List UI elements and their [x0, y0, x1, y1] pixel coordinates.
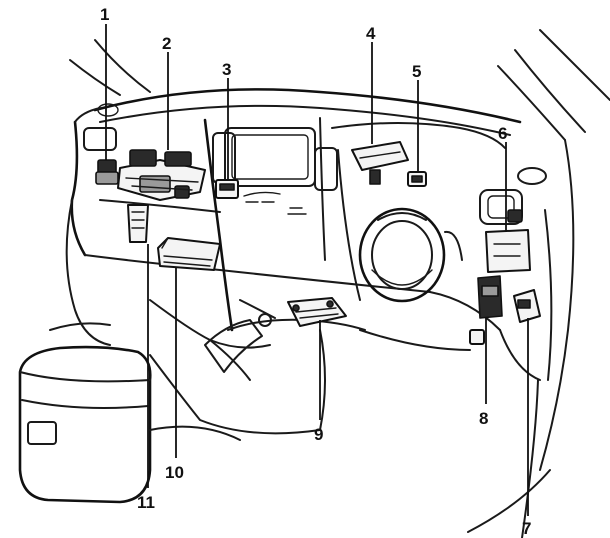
component-11-connector [127, 204, 149, 243]
callout-8: 8 [479, 409, 488, 428]
centre-display-frame [224, 127, 316, 187]
callout-5: 5 [412, 62, 421, 81]
steering-wheel [358, 207, 446, 303]
component-8-relay-stack [469, 275, 503, 345]
dashboard-outline [18, 29, 610, 538]
component-7-unit [513, 289, 541, 323]
callout-9: 9 [314, 425, 323, 444]
callout-6: 6 [498, 124, 507, 143]
callout-1: 1 [100, 5, 109, 24]
callout-7: 7 [522, 519, 531, 538]
center-console [18, 345, 152, 504]
callout-3: 3 [222, 60, 231, 79]
component-1-relay [95, 159, 119, 185]
component-2-junction-block [117, 149, 206, 201]
component-4-module [351, 141, 409, 185]
callout-labels: 1 2 3 4 5 6 7 8 9 10 11 [100, 5, 531, 538]
component-6-module [485, 209, 531, 273]
callout-10: 10 [165, 463, 184, 482]
components [95, 141, 541, 345]
leader-lines [105, 24, 529, 516]
callout-2: 2 [162, 34, 171, 53]
callout-11: 11 [137, 493, 155, 512]
component-9-control-unit [287, 297, 347, 327]
callout-4: 4 [366, 24, 376, 43]
component-10-control-unit [157, 237, 221, 271]
component-5-sensor [407, 171, 427, 187]
component-3-relay [215, 179, 239, 199]
